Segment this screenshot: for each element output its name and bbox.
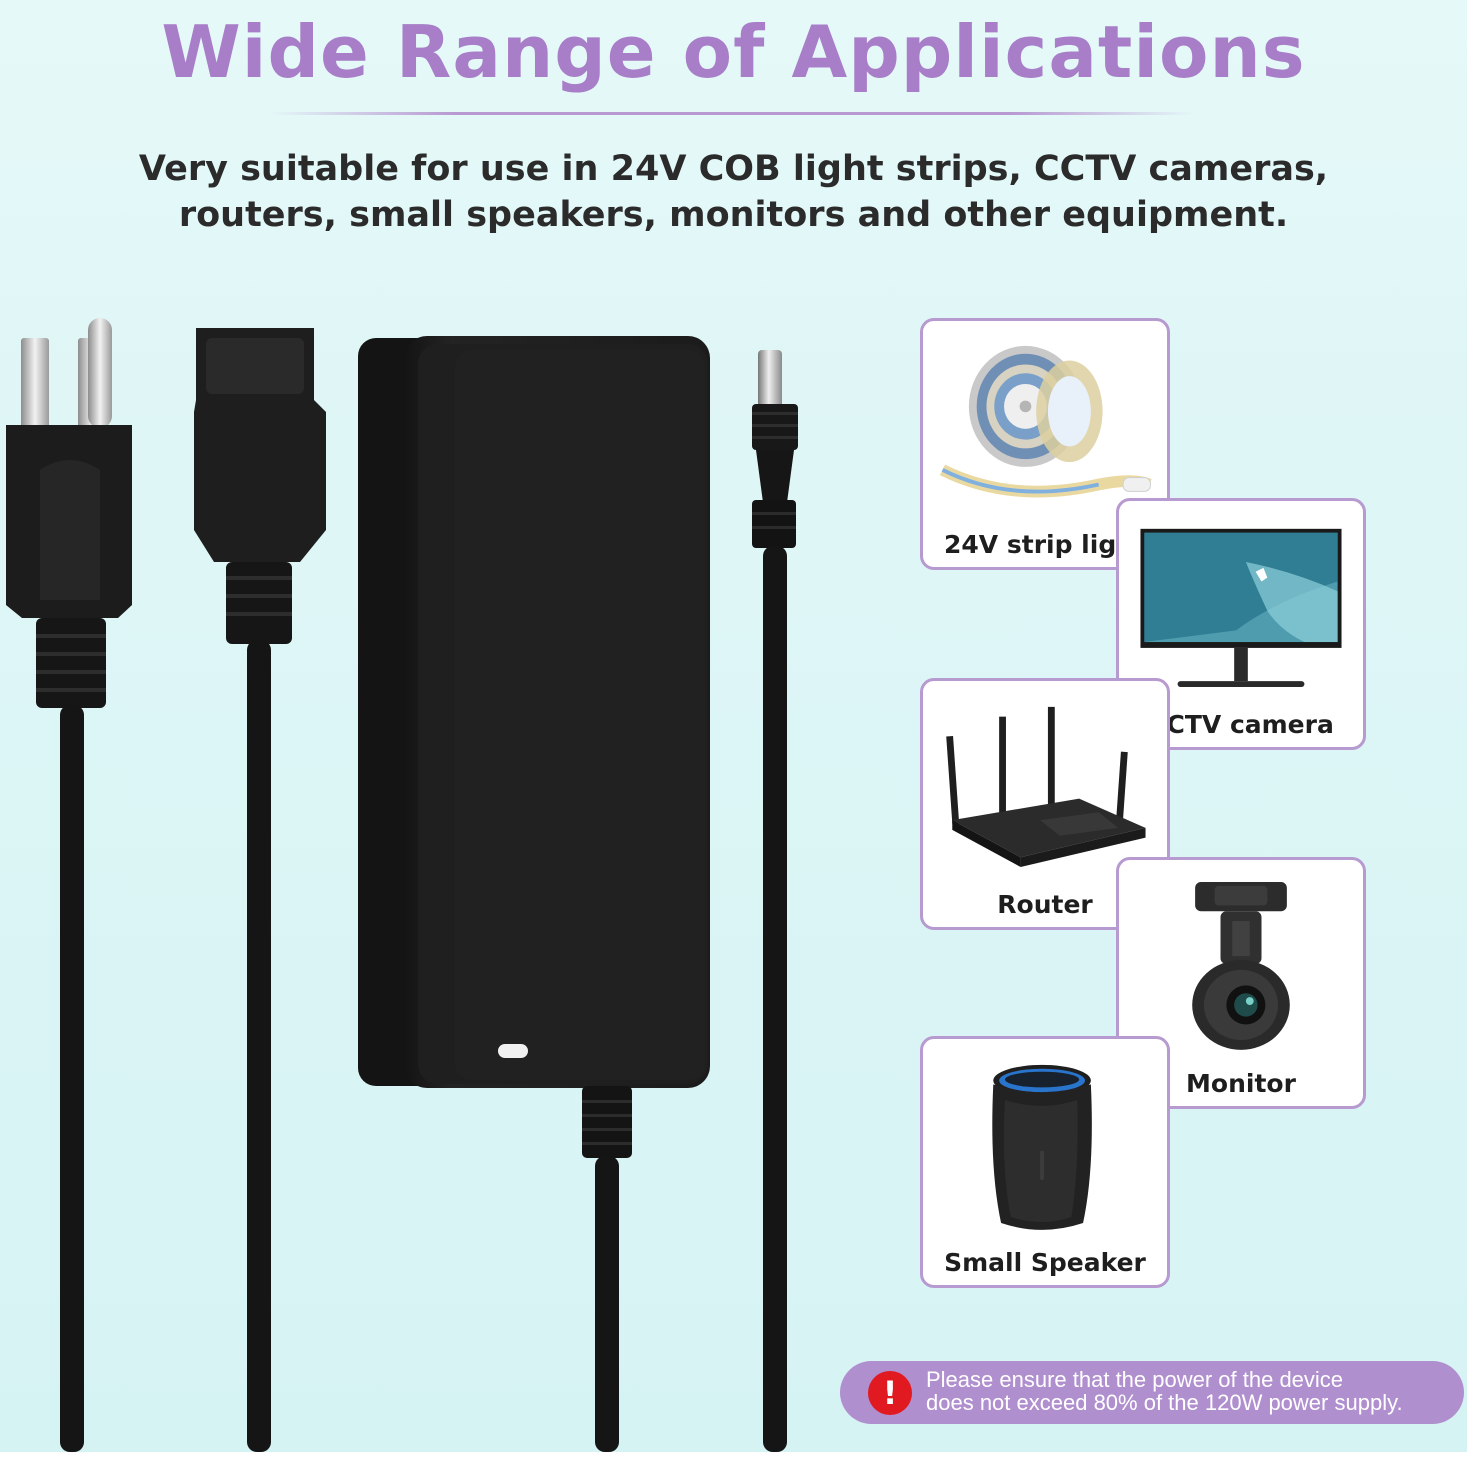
iec-connector-icon [194, 328, 326, 1452]
exclamation-icon: ! [868, 1371, 912, 1415]
smart-speaker-icon [992, 1064, 1092, 1230]
warning-line-1: Please ensure that the power of the devi… [926, 1367, 1344, 1392]
power-adapter-illustration [6, 318, 798, 1452]
application-label: CCTV camera [1148, 710, 1334, 739]
gimbal-camera-icon [1192, 881, 1290, 1050]
warning-line-2: does not exceed 80% of the 120W power su… [926, 1390, 1403, 1415]
led-indicator [498, 1044, 528, 1058]
title-divider [270, 112, 1195, 115]
application-label: 24V strip light [944, 530, 1146, 559]
power-warning-banner: ! Please ensure that the power of the de… [840, 1361, 1464, 1424]
monitor-screen-icon [1140, 528, 1342, 687]
wifi-router-icon [946, 706, 1146, 867]
application-label: Monitor [1186, 1069, 1296, 1098]
application-card-small-speaker: Small Speaker [920, 1036, 1170, 1288]
page-subtitle: Very suitable for use in 24V COB light s… [60, 146, 1407, 238]
adapter-brick-icon [358, 336, 710, 1452]
subtitle-line-2: routers, small speakers, monitors and ot… [178, 195, 1289, 235]
application-card-monitor: Monitor [1116, 857, 1366, 1109]
page-title: Wide Range of Applications [161, 10, 1306, 94]
application-label: Small Speaker [944, 1248, 1146, 1277]
us-plug-icon [6, 318, 132, 1452]
application-label: Router [997, 890, 1093, 919]
subtitle-line-1: Very suitable for use in 24V COB light s… [138, 149, 1329, 189]
dc-barrel-plug-icon [752, 350, 798, 1452]
warning-text: Please ensure that the power of the devi… [926, 1368, 1450, 1414]
led-strip-reel-icon [939, 345, 1152, 498]
